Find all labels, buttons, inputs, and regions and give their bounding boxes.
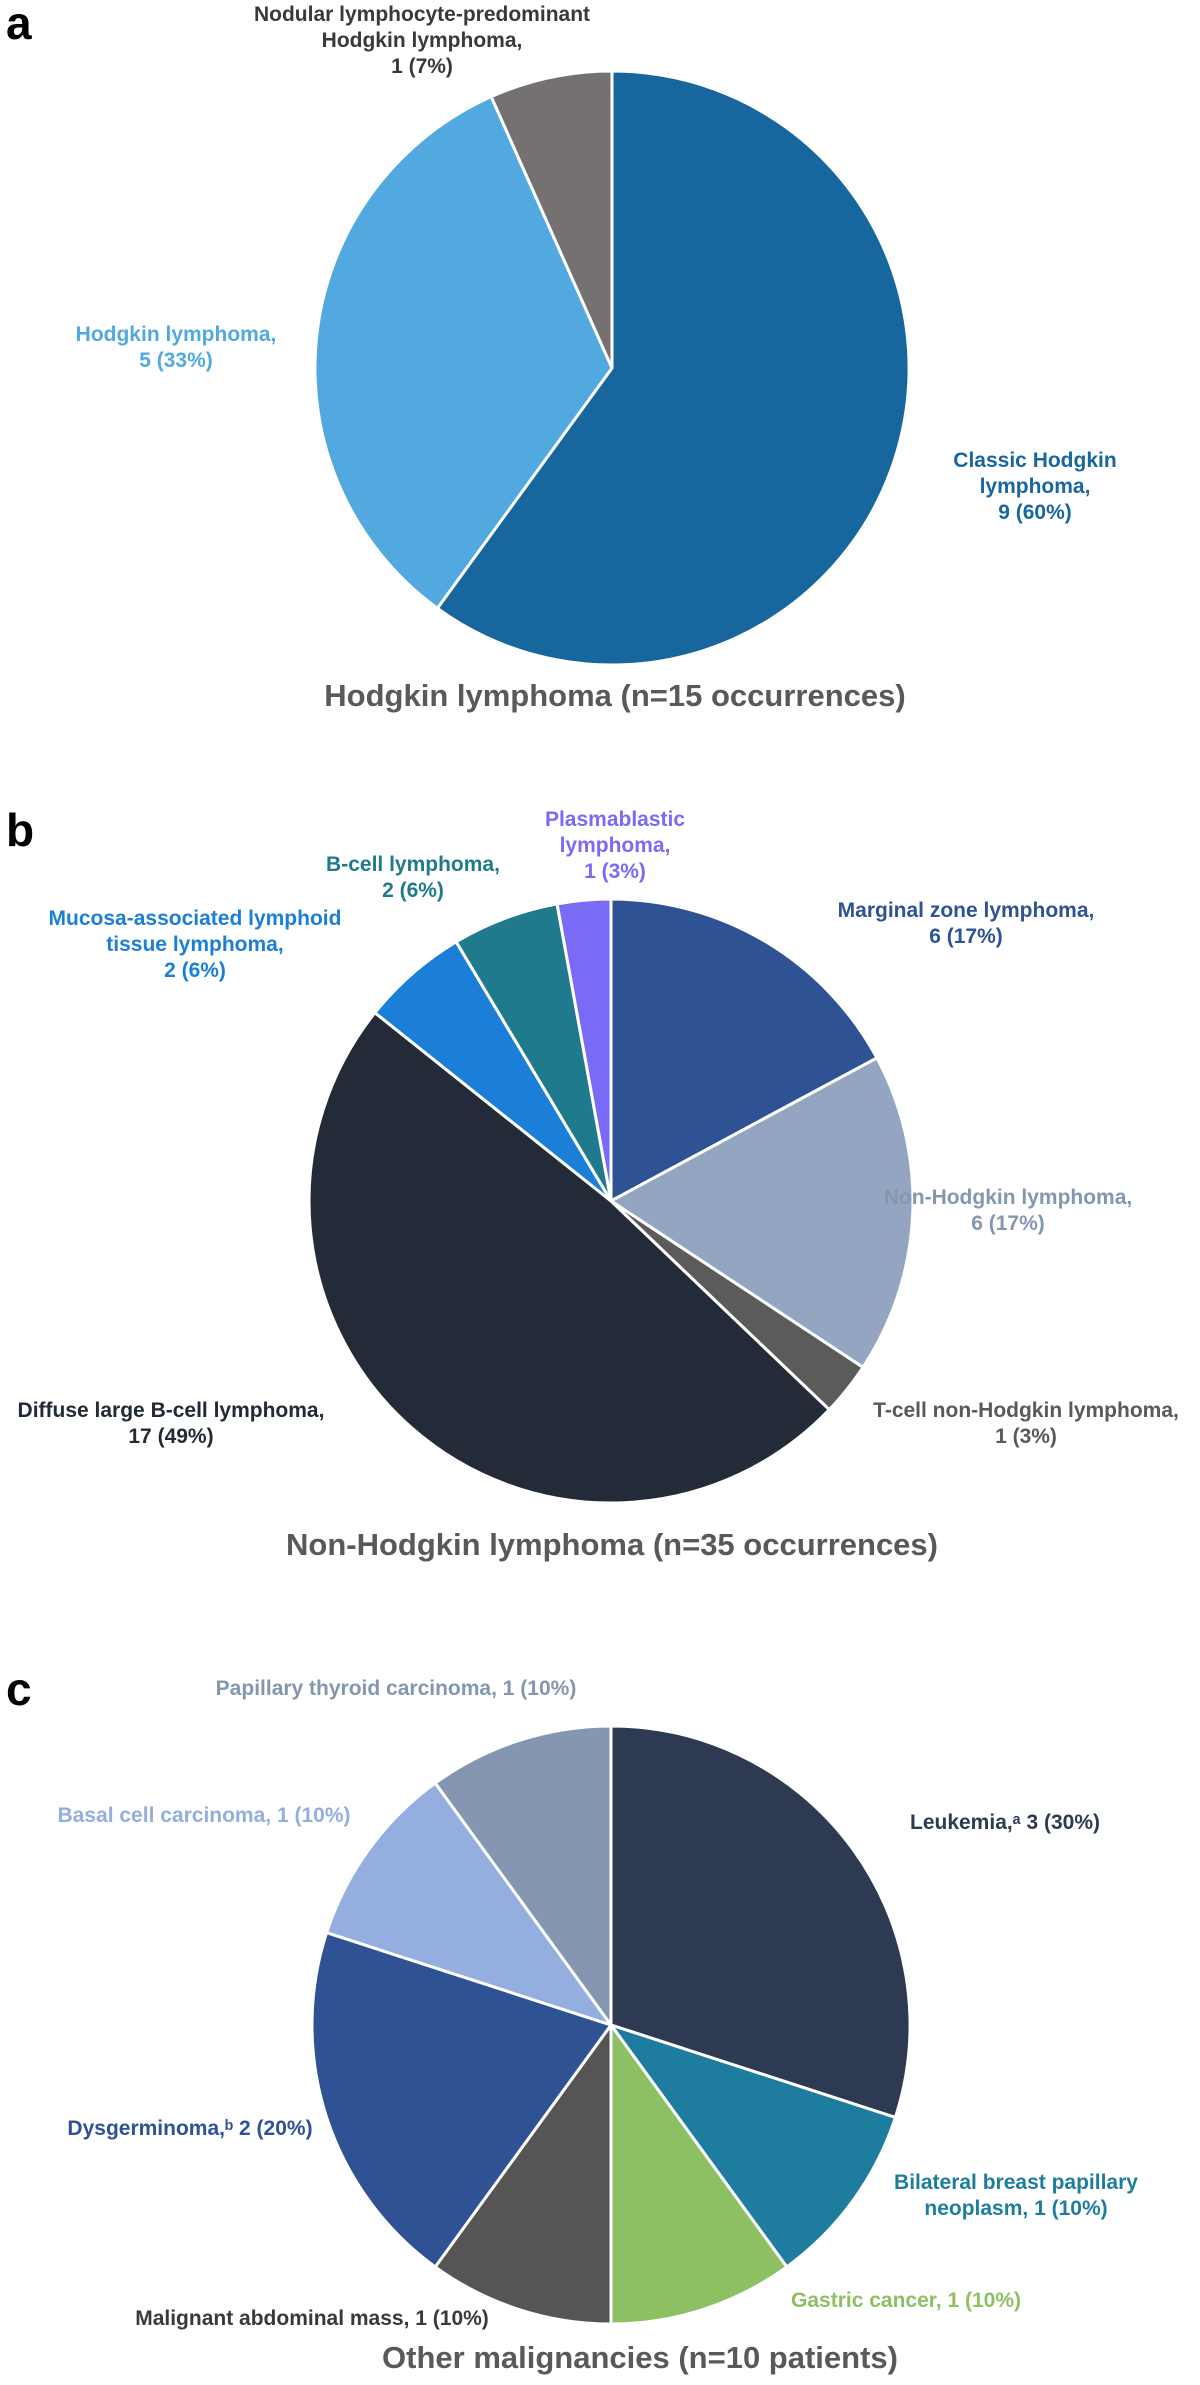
pie-slice-nodular-lymphocyte-predominant bbox=[489, 69, 614, 370]
panel-letter-b: b bbox=[6, 804, 35, 856]
pie-slice-papillary-thyroid-carcinoma bbox=[433, 1724, 613, 2027]
pie-slice-basal-cell-carcinoma bbox=[325, 1781, 613, 2027]
pie-slice-diffuse-large-b-cell-lymphoma bbox=[307, 1011, 831, 1505]
pie-slice-non-hodgkin-lymphoma bbox=[609, 1056, 915, 1369]
chart-title-other-malignancies: Other malignancies (n=10 patients) bbox=[382, 2340, 898, 2375]
slice-label-b-cell-lymphoma: B-cell lymphoma, 2 (6%) bbox=[326, 853, 500, 902]
slice-label-diffuse-large-b-cell-lymphoma: Diffuse large B-cell lymphoma, 17 (49%) bbox=[17, 1399, 325, 1448]
pie-slice-hodgkin-lymphoma bbox=[313, 95, 614, 610]
pie-slice-gastric-cancer bbox=[609, 2023, 789, 2326]
pie-chart-non-hodgkin-lymphoma bbox=[307, 897, 915, 1505]
slice-label-papillary-thyroid-carcinoma: Papillary thyroid carcinoma, 1 (10%) bbox=[215, 1677, 577, 1700]
panel-other-malignancies: c Papillary thyroid carcinoma, 1 (10%) B… bbox=[0, 1590, 1200, 2385]
slice-label-classic-hodgkin-lymphoma: Classic Hodgkin lymphoma, 9 (60%) bbox=[953, 449, 1117, 524]
slice-label-mucosa-associated-lymphoid-tissue-lymphoma: Mucosa-associated lymphoid tissue lympho… bbox=[48, 907, 342, 982]
chart-title-hodgkin: Hodgkin lymphoma (n=15 occurrences) bbox=[324, 678, 906, 713]
slice-label-nodular-lymphocyte-predominant: Nodular lymphocyte-predominant Hodgkin l… bbox=[253, 3, 591, 78]
slice-label-malignant-abdominal-mass: Malignant abdominal mass, 1 (10%) bbox=[135, 2307, 489, 2330]
slice-label-plasmablastic-lymphoma: Plasmablastic lymphoma, 1 (3%) bbox=[544, 808, 686, 883]
pie-chart-hodgkin-lymphoma bbox=[313, 69, 911, 667]
pie-slice-leukemia bbox=[609, 1724, 912, 2119]
slice-label-t-cell-non-hodgkin-lymphoma: T-cell non-Hodgkin lymphoma, 1 (3%) bbox=[873, 1399, 1179, 1448]
panel-letter-c: c bbox=[6, 1663, 32, 1715]
slice-label-basal-cell-carcinoma: Basal cell carcinoma, 1 (10%) bbox=[57, 1804, 351, 1827]
slice-label-dysgerminoma: Dysgerminoma,ᵇ 2 (20%) bbox=[67, 2117, 313, 2140]
pie-slice-marginal-zone-lymphoma bbox=[609, 897, 879, 1203]
chart-title-non-hodgkin: Non-Hodgkin lymphoma (n=35 occurrences) bbox=[286, 1527, 938, 1562]
slice-label-hodgkin-lymphoma: Hodgkin lymphoma, 5 (33%) bbox=[75, 323, 277, 372]
slice-label-marginal-zone-lymphoma: Marginal zone lymphoma, 6 (17%) bbox=[837, 899, 1095, 948]
pie-slice-malignant-abdominal-mass bbox=[433, 2023, 613, 2326]
slice-label-bilateral-breast-papillary-neoplasm: Bilateral breast papillary neoplasm, 1 (… bbox=[894, 2171, 1138, 2220]
slice-label-gastric-cancer: Gastric cancer, 1 (10%) bbox=[791, 2289, 1021, 2312]
panel-hodgkin-lymphoma: a Nodular lymphocyte-predominant Hodgkin… bbox=[0, 0, 1200, 795]
pie-slice-bilateral-breast-papillary-neoplasm bbox=[609, 2023, 897, 2269]
slice-label-non-hodgkin-lymphoma: Non-Hodgkin lymphoma, 6 (17%) bbox=[883, 1186, 1133, 1235]
pie-slice-dysgerminoma bbox=[310, 1931, 613, 2269]
pie-chart-other-malignancies bbox=[310, 1724, 912, 2326]
panel-non-hodgkin-lymphoma: b Plasmablastic lymphoma, 1 (3%) B-cell … bbox=[0, 795, 1200, 1590]
slice-label-leukemia: Leukemia,ᵃ 3 (30%) bbox=[909, 1811, 1101, 1834]
panel-letter-a: a bbox=[6, 0, 32, 49]
pie-slice-classic-hodgkin-lymphoma bbox=[435, 69, 911, 667]
pie-slice-plasmablastic-lymphoma bbox=[555, 897, 613, 1203]
